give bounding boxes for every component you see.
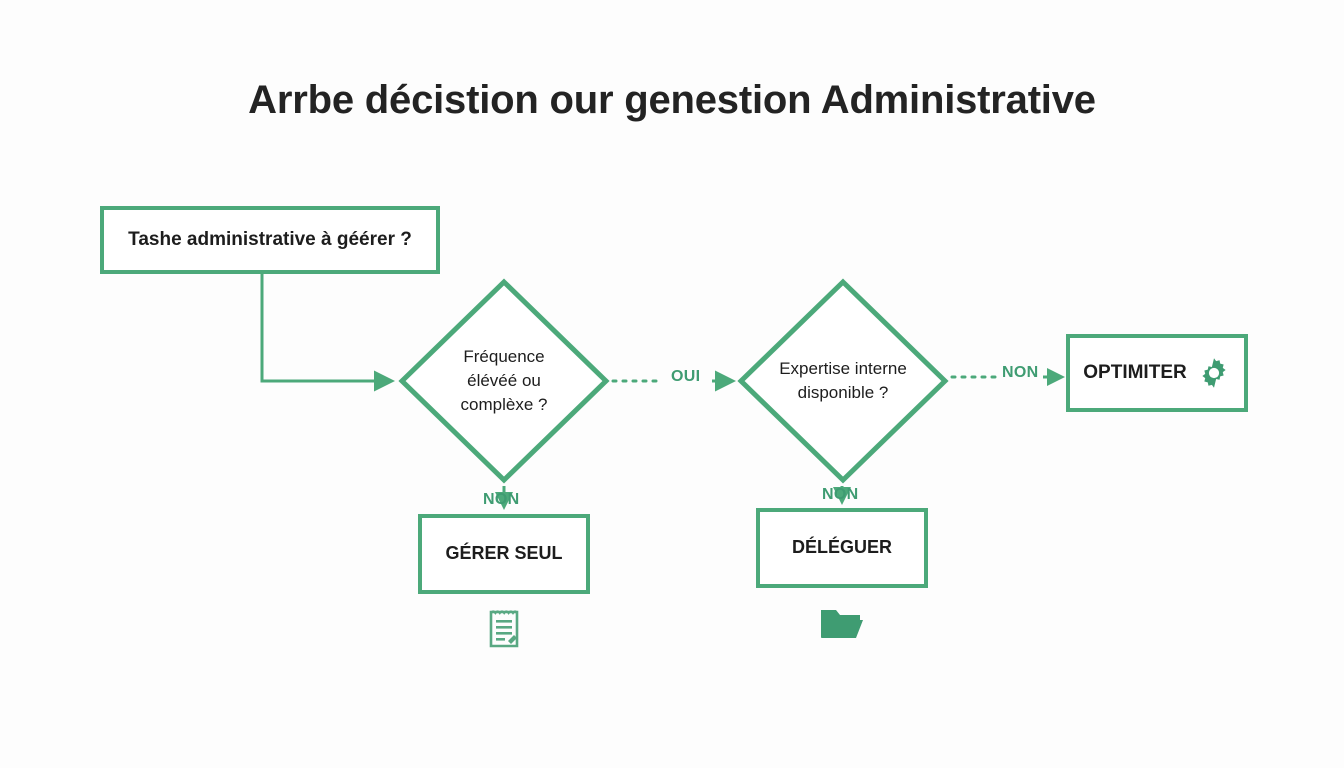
gear-icon (1202, 358, 1226, 388)
note-pencil-icon (489, 610, 519, 648)
node-gerer-seul-label: GÉRER SEUL (445, 543, 563, 564)
edge-label-oui: OUI (671, 368, 701, 385)
node-task-label: Tashe administrative à géérer ? (128, 228, 412, 250)
diamond-shape (398, 278, 610, 484)
node-task-administrative[interactable]: Tashe administrative à géérer ? (100, 206, 440, 274)
node-optimiser[interactable]: OPTIMITER (1066, 334, 1248, 412)
open-folder-icon (821, 610, 863, 638)
edge-label-non-optimiser: NON (1002, 364, 1039, 381)
node-deleguer-label: DÉLÉGUER (791, 537, 892, 558)
diamond-shape (737, 278, 949, 484)
node-deleguer[interactable]: DÉLÉGUER (756, 508, 928, 588)
node-gerer-seul[interactable]: GÉRER SEUL (418, 514, 590, 594)
node-frequence-decision[interactable]: Fréquence élévéé ou complèxe ? (398, 278, 610, 484)
edge-task-to-frequence (260, 274, 395, 392)
node-optimiser-label: OPTIMITER (1083, 361, 1187, 383)
edge-label-non-gerer-seul: NON (483, 491, 520, 508)
node-expertise-decision[interactable]: Expertise interne disponible ? (737, 278, 949, 484)
edge-label-non-deleguer: NON (822, 486, 859, 503)
page-title: Arrbe décistion our genestion Administra… (248, 78, 1096, 122)
